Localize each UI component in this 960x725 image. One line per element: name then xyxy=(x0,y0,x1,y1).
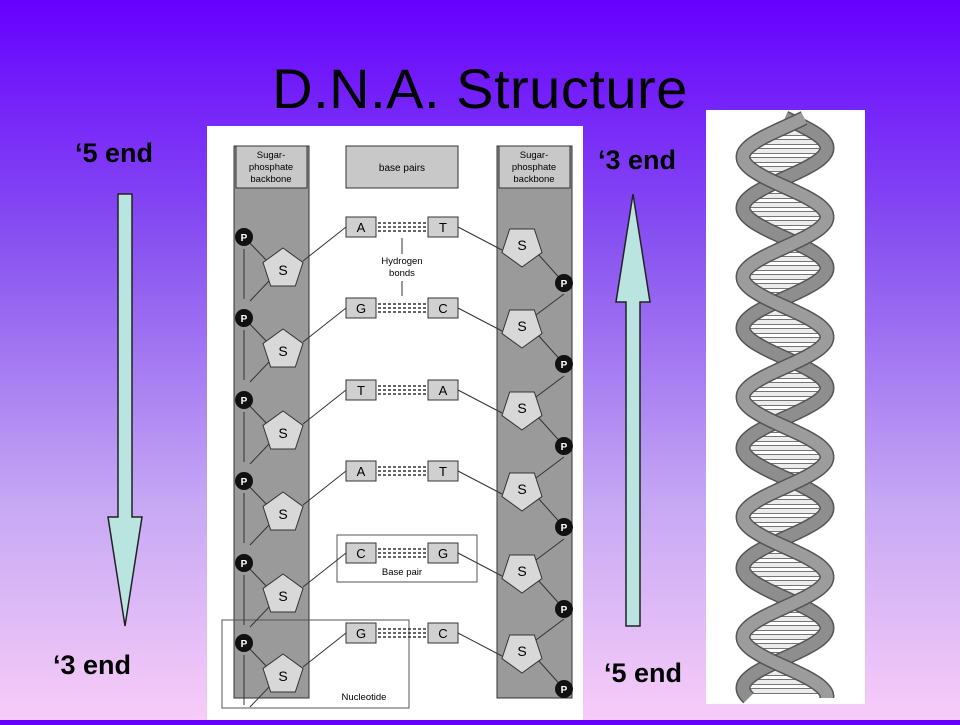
phosphate-right-2 xyxy=(555,355,573,373)
left-backbone-header-line1: Sugar- xyxy=(257,150,286,161)
base-6-right-letter: C xyxy=(438,626,447,641)
down-arrow xyxy=(107,193,143,627)
sugar-left-3 xyxy=(262,410,304,450)
svg-text:S: S xyxy=(517,400,526,416)
svg-text:P: P xyxy=(561,442,568,453)
base-2-left-box xyxy=(345,297,377,319)
svg-text:P: P xyxy=(241,639,248,650)
sugar-right-2 xyxy=(501,309,543,349)
svg-text:P: P xyxy=(241,396,248,407)
svg-text:P: P xyxy=(561,279,568,290)
phosphate-right-5 xyxy=(555,600,573,618)
left-backbone-header-line3: backbone xyxy=(250,174,291,185)
left-backbone-header xyxy=(235,145,308,189)
phosphate-right-3 xyxy=(555,437,573,455)
svg-text:S: S xyxy=(278,668,287,684)
nucleotide-highlight-box xyxy=(221,619,410,709)
base-1-right-letter: T xyxy=(439,220,447,235)
right-bottom-end-label: ‘5 end xyxy=(604,658,683,688)
slide-title: D.N.A. Structure xyxy=(272,57,688,120)
phosphate-left-5 xyxy=(235,554,253,572)
sugar-left-1 xyxy=(262,247,304,287)
sugar-left-2 xyxy=(262,328,304,368)
sugar-left-5 xyxy=(262,573,304,613)
right-backbone-header-line3: backbone xyxy=(513,174,554,185)
phosphate-right-4 xyxy=(555,518,573,536)
sugar-right-5 xyxy=(501,554,543,594)
svg-text:S: S xyxy=(517,563,526,579)
svg-text:S: S xyxy=(278,343,287,359)
base-pairs-header xyxy=(345,145,459,189)
left-backbone-header-line2: phosphate xyxy=(249,162,293,173)
svg-text:S: S xyxy=(278,262,287,278)
svg-text:P: P xyxy=(241,477,248,488)
base-pairs-header-text: base pairs xyxy=(379,163,425,174)
base-3-right-letter: A xyxy=(439,383,448,398)
base-3-right-box xyxy=(427,379,459,401)
base-2-right-letter: C xyxy=(438,301,447,316)
base-3-left-box xyxy=(345,379,377,401)
base-6-left-box xyxy=(345,622,377,644)
svg-text:S: S xyxy=(278,425,287,441)
phosphate-left-3 xyxy=(235,391,253,409)
base-5-left-letter: C xyxy=(356,546,365,561)
left-top-end-label: ‘5 end xyxy=(75,138,154,168)
svg-text:S: S xyxy=(278,506,287,522)
base-pair-diagram: Sugar- phosphate backbone Sugar- phospha… xyxy=(207,126,583,720)
double-helix-panel xyxy=(706,110,865,704)
base-2-left-letter: G xyxy=(356,301,366,316)
nucleotide-label: Nucleotide xyxy=(342,692,387,703)
base-1-right-box xyxy=(427,216,459,238)
svg-text:P: P xyxy=(241,233,248,244)
sugar-left-4 xyxy=(262,491,304,531)
hydrogen-bonds-label-line2: bonds xyxy=(389,268,415,279)
hydrogen-bonds-label-line1: Hydrogen xyxy=(381,256,422,267)
svg-text:P: P xyxy=(561,605,568,616)
base-pair-label: Base pair xyxy=(382,567,422,578)
phosphate-left-1 xyxy=(235,228,253,246)
right-top-end-label: ‘3 end xyxy=(598,145,677,175)
left-bottom-end-label: ‘3 end xyxy=(53,650,132,680)
sugar-right-4 xyxy=(501,472,543,512)
base-3-left-letter: T xyxy=(357,383,365,398)
svg-text:S: S xyxy=(517,643,526,659)
base-4-right-letter: T xyxy=(439,464,447,479)
double-helix-illustration xyxy=(735,111,835,704)
svg-text:P: P xyxy=(561,685,568,696)
base-pair-highlight-box xyxy=(336,534,478,583)
base-4-left-letter: A xyxy=(357,464,366,479)
svg-text:P: P xyxy=(561,360,568,371)
base-5-right-letter: G xyxy=(438,546,448,561)
phosphate-right-1 xyxy=(555,274,573,292)
sugar-right-3 xyxy=(501,391,543,431)
phosphate-left-2 xyxy=(235,309,253,327)
sugar-left-6 xyxy=(262,653,304,693)
right-backbone-header-line1: Sugar- xyxy=(520,150,549,161)
svg-text:S: S xyxy=(278,588,287,604)
helix-strand-2 xyxy=(737,112,833,698)
svg-text:S: S xyxy=(517,481,526,497)
base-6-left-letter: G xyxy=(356,626,366,641)
svg-text:S: S xyxy=(517,237,526,253)
phosphate-left-4 xyxy=(235,472,253,490)
up-arrow xyxy=(615,193,651,627)
base-5-right-box xyxy=(427,542,459,564)
svg-text:S: S xyxy=(517,318,526,334)
base-1-left-letter: A xyxy=(357,220,366,235)
base-1-left-box xyxy=(345,216,377,238)
base-6-right-box xyxy=(427,622,459,644)
base-5-left-box xyxy=(345,542,377,564)
phosphate-right-6 xyxy=(555,680,573,698)
right-backbone-header-line2: phosphate xyxy=(512,162,556,173)
base-2-right-box xyxy=(427,297,459,319)
base-4-right-box xyxy=(427,460,459,482)
right-backbone-header xyxy=(498,145,571,189)
svg-text:P: P xyxy=(241,314,248,325)
sugar-right-1 xyxy=(501,228,543,268)
base-4-left-box xyxy=(345,460,377,482)
phosphate-left-6 xyxy=(235,634,253,652)
svg-text:P: P xyxy=(241,559,248,570)
svg-text:P: P xyxy=(561,523,568,534)
sugar-right-6 xyxy=(501,634,543,674)
